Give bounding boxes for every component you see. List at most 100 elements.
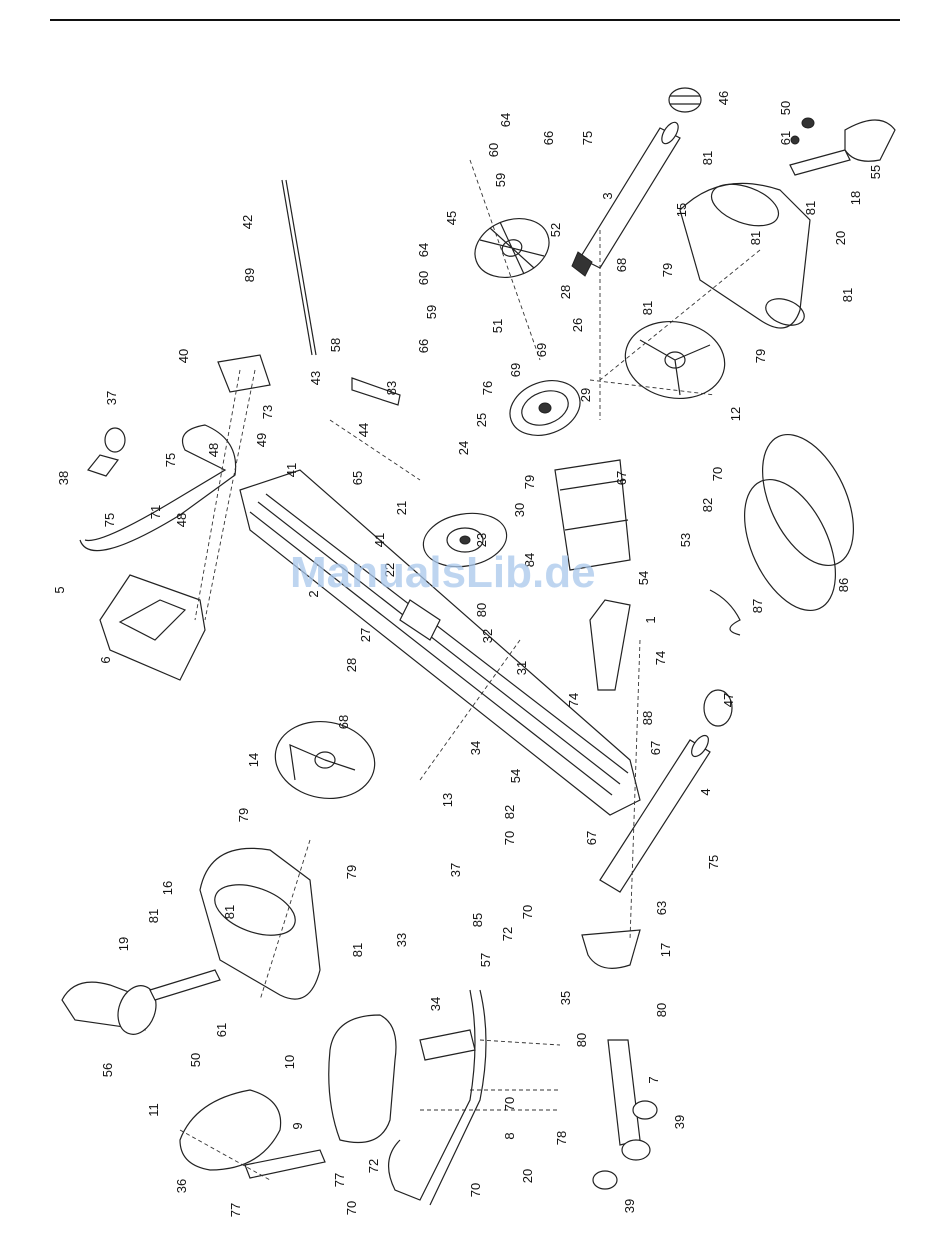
part-number-label: 18 [848, 191, 863, 205]
part-number-label: 81 [748, 231, 763, 245]
part-number-label: 42 [240, 215, 255, 229]
part-number-label: 61 [778, 131, 793, 145]
part-number-label: 75 [580, 131, 595, 145]
part-number-label: 41 [284, 463, 299, 477]
part-number-label: 76 [480, 381, 495, 395]
part-number-label: 38 [56, 471, 71, 485]
part-number-label: 50 [188, 1053, 203, 1067]
part-number-labels: 4647505561188181818115207979128175364666… [52, 91, 883, 1217]
part-number-label: 13 [440, 793, 455, 807]
part-number-label: 49 [254, 433, 269, 447]
part-number-label: 55 [868, 165, 883, 179]
part-number-label: 26 [570, 318, 585, 332]
part-number-label: 24 [456, 441, 471, 455]
part-number-label: 70 [502, 1097, 517, 1111]
part-number-label: 68 [614, 258, 629, 272]
rear-cover [581, 929, 641, 969]
seat-bracket [244, 1149, 326, 1179]
part-number-label: 29 [578, 388, 593, 402]
part-number-label: 61 [214, 1023, 229, 1037]
part-number-label: 21 [394, 501, 409, 515]
part-number-label: 75 [102, 513, 117, 527]
seat-post [592, 1039, 658, 1190]
stabilizer [589, 599, 631, 691]
part-number-label: 81 [350, 943, 365, 957]
console-mount [217, 179, 317, 393]
part-number-label: 77 [228, 1203, 243, 1217]
part-number-label: 37 [104, 391, 119, 405]
top-rule [50, 19, 900, 21]
front-post [599, 689, 733, 893]
part-number-label: 70 [520, 905, 535, 919]
part-number-label: 8 [502, 1132, 517, 1139]
part-number-label: 48 [206, 443, 221, 457]
part-number-label: 85 [470, 913, 485, 927]
part-number-label: 64 [416, 243, 431, 257]
part-number-label: 60 [486, 143, 501, 157]
part-number-label: 88 [640, 711, 655, 725]
part-number-label: 41 [372, 533, 387, 547]
part-number-label: 33 [394, 933, 409, 947]
sensor-wire [709, 589, 741, 636]
part-number-label: 84 [522, 553, 537, 567]
part-number-label: 59 [424, 305, 439, 319]
part-number-label: 2 [306, 590, 321, 597]
part-number-label: 36 [174, 1179, 189, 1193]
part-number-label: 68 [336, 715, 351, 729]
part-number-label: 69 [534, 343, 549, 357]
part-number-label: 78 [554, 1131, 569, 1145]
part-number-label: 75 [163, 453, 178, 467]
part-number-label: 79 [236, 808, 251, 822]
part-number-label: 77 [332, 1173, 347, 1187]
part-number-label: 72 [366, 1159, 381, 1173]
part-number-label: 51 [490, 319, 505, 333]
part-number-label: 70 [344, 1201, 359, 1215]
part-number-label: 20 [520, 1169, 535, 1183]
part-number-label: 79 [522, 475, 537, 489]
part-number-label: 6 [98, 656, 113, 663]
part-number-label: 70 [502, 831, 517, 845]
upright-post [571, 121, 681, 277]
part-number-label: 63 [654, 901, 669, 915]
part-number-label: 27 [358, 628, 373, 642]
part-number-label: 89 [242, 268, 257, 282]
part-number-label: 35 [558, 991, 573, 1005]
part-number-label: 72 [500, 927, 515, 941]
part-number-label: 82 [700, 498, 715, 512]
part-number-label: 81 [640, 301, 655, 315]
handlebar [79, 424, 237, 552]
part-number-label: 3 [600, 192, 615, 199]
tension-bracket [351, 377, 401, 406]
part-number-label: 64 [498, 113, 513, 127]
part-number-label: 73 [260, 405, 275, 419]
part-number-label: 69 [508, 363, 523, 377]
part-number-label: 59 [493, 173, 508, 187]
part-number-label: 56 [100, 1063, 115, 1077]
part-number-label: 53 [678, 533, 693, 547]
part-number-label: 81 [700, 151, 715, 165]
part-number-label: 28 [344, 658, 359, 672]
part-number-label: 74 [653, 651, 668, 665]
part-number-label: 79 [344, 865, 359, 879]
part-number-label: 12 [728, 407, 743, 421]
part-number-label: 74 [566, 693, 581, 707]
flywheel [422, 512, 508, 568]
part-number-label: 30 [512, 503, 527, 517]
part-number-label: 50 [778, 101, 793, 115]
part-number-label: 81 [803, 201, 818, 215]
part-number-label: 10 [282, 1055, 297, 1069]
main-frame [239, 469, 641, 816]
crank-bracket [554, 459, 631, 571]
part-number-label: 34 [468, 741, 483, 755]
part-number-label: 22 [382, 563, 397, 577]
part-number-label: 71 [148, 505, 163, 519]
part-number-label: 25 [474, 413, 489, 427]
top-cap [668, 87, 702, 113]
part-number-label: 28 [558, 285, 573, 299]
part-number-label: 34 [428, 997, 443, 1011]
part-number-label: 43 [308, 371, 323, 385]
part-number-label: 65 [350, 471, 365, 485]
right-flywheel-cover [624, 320, 726, 400]
part-number-label: 39 [672, 1115, 687, 1129]
part-number-label: 58 [328, 338, 343, 352]
